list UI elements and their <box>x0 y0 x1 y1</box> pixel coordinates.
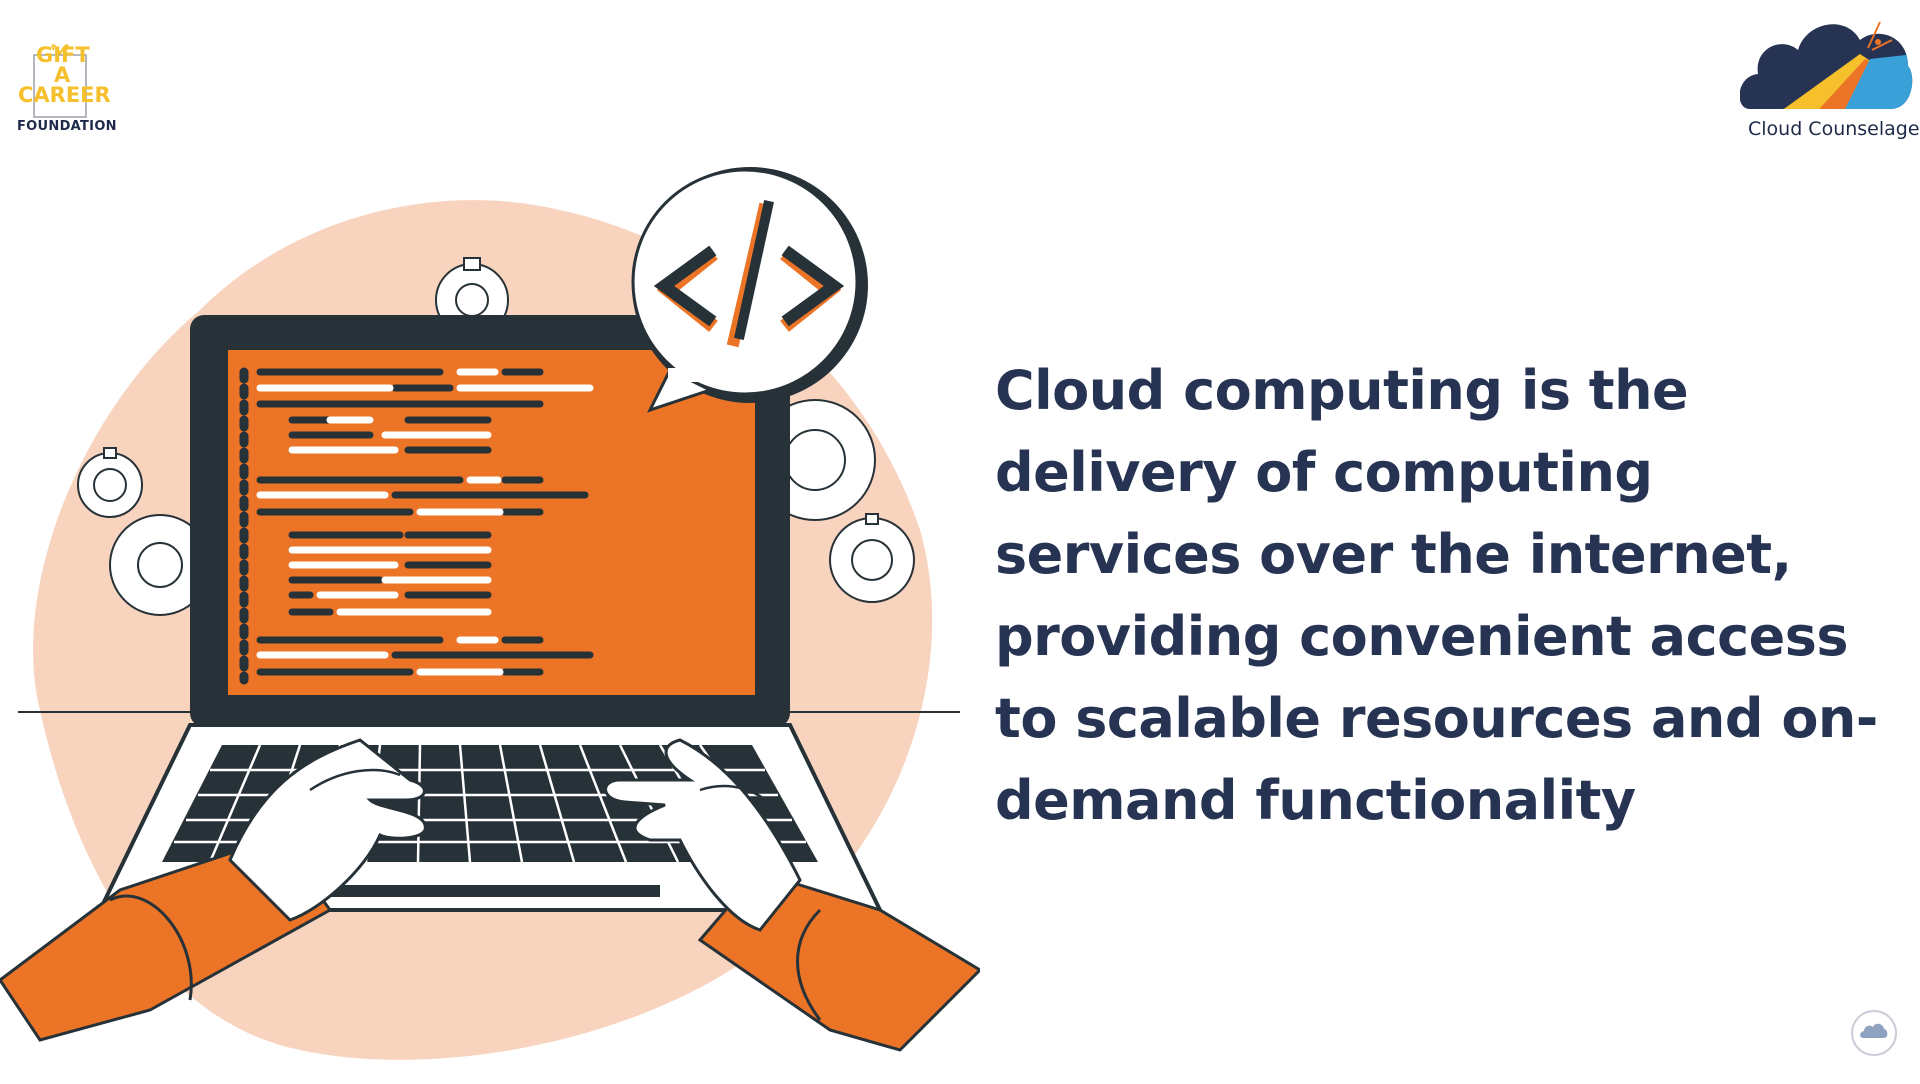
cloud-logo-icon <box>1740 21 1913 109</box>
right-hand <box>604 738 983 1052</box>
code-lines <box>239 367 594 685</box>
left-hand <box>0 738 427 1042</box>
gift-a-career-logo: GIFT A CAREER FOUNDATION <box>14 20 134 140</box>
logo-word-gift: GIFT <box>36 43 90 67</box>
laptop-illustration-svg: </> <box>0 167 983 1060</box>
logo-word-career: CAREER <box>18 83 111 107</box>
laptop-coding-illustration: </> <box>0 150 983 1080</box>
cloud-counselage-label: Cloud Counselage <box>1748 118 1920 140</box>
logo-word-foundation: FOUNDATION <box>17 119 117 134</box>
watermark-logo-icon <box>1851 1010 1897 1056</box>
slide-headline: Cloud computing is the delivery of compu… <box>995 359 1878 832</box>
gift-box-outline-icon <box>33 44 87 118</box>
cloud-watermark-icon <box>1860 1023 1888 1038</box>
cloud-counselage-logo: Cloud Counselage <box>1740 14 1920 144</box>
code-tag-icon <box>653 200 845 348</box>
logo-word-a: A <box>54 63 71 87</box>
